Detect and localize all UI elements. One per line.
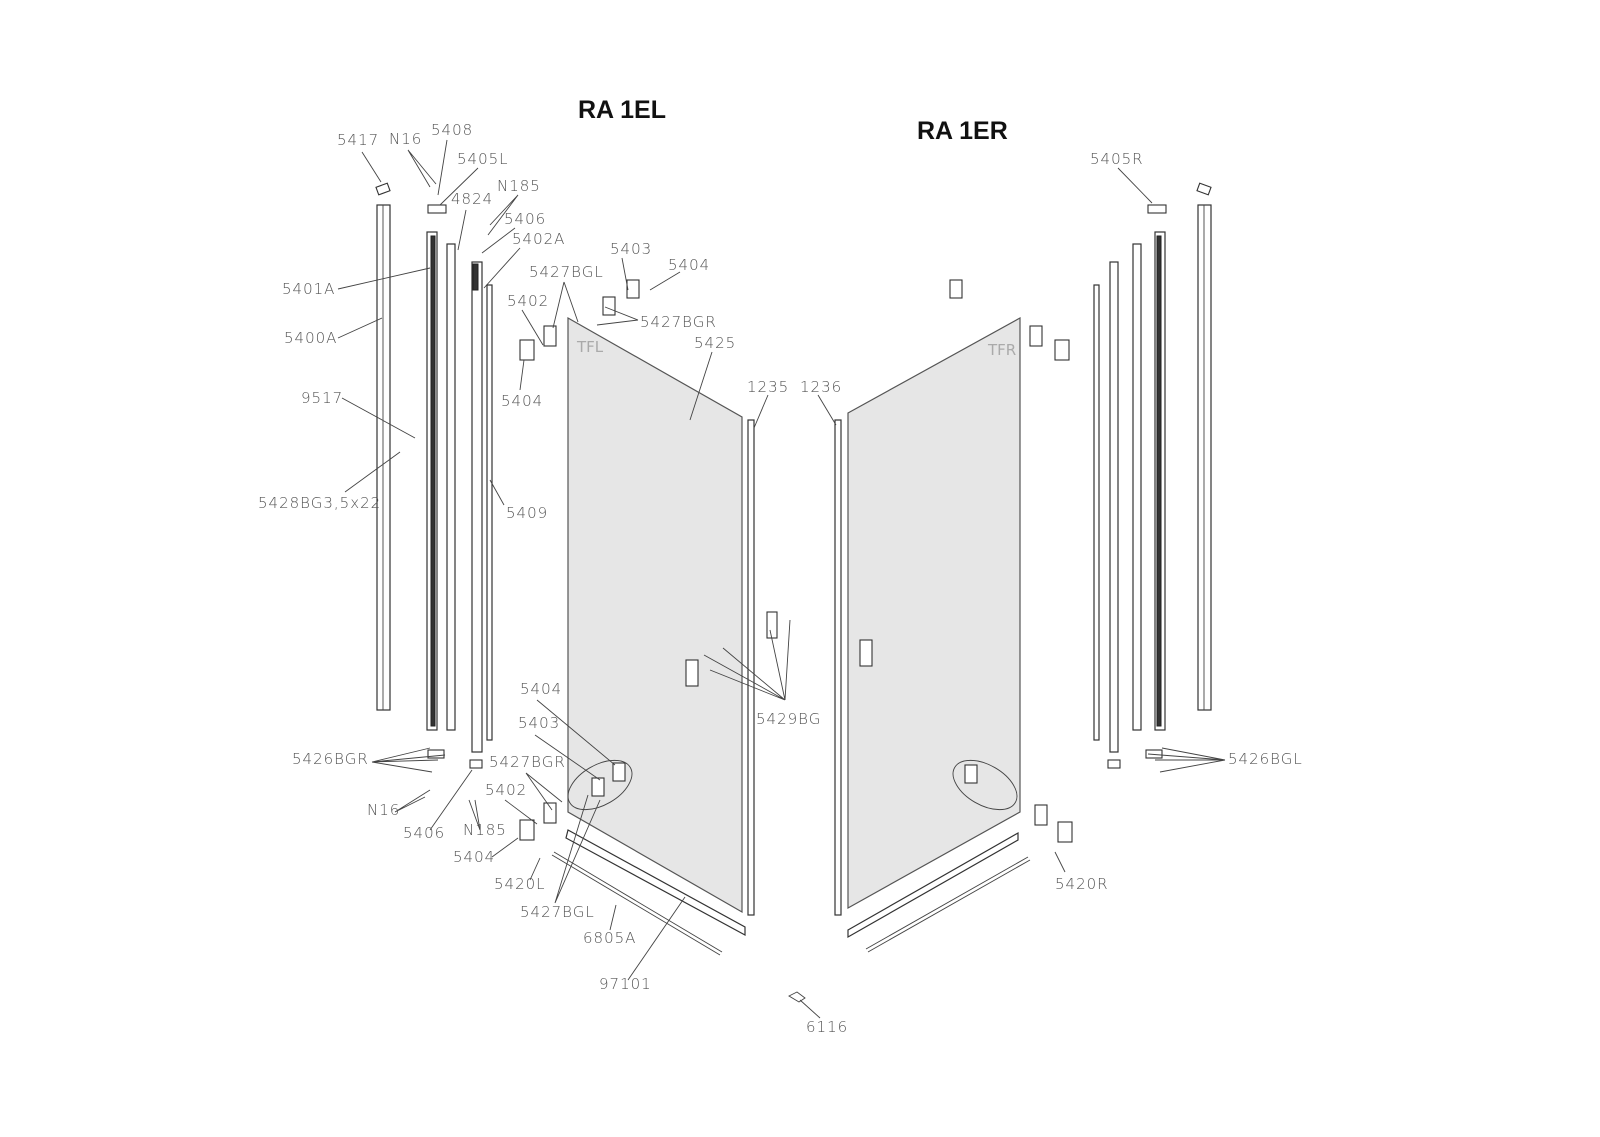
label-5406-top: 5406 xyxy=(504,210,546,228)
label-5405r: 5405R xyxy=(1090,150,1144,168)
label-5429bg: 5429BG xyxy=(756,710,821,728)
label-6805a: 6805A xyxy=(583,929,636,947)
glass-panel-left xyxy=(567,316,743,914)
label-5409: 5409 xyxy=(506,504,548,522)
label-5403-bottom: 5403 xyxy=(518,714,560,732)
label-5426bgr: 5426BGR xyxy=(292,750,369,768)
label-5404-bottom-left: 5404 xyxy=(453,848,495,866)
label-1236: 1236 xyxy=(800,378,842,396)
label-5400a: 5400A xyxy=(284,329,337,347)
title-ra-1el: RA 1EL xyxy=(578,96,666,124)
label-n185-top: N185 xyxy=(497,177,541,195)
label-5401a: 5401A xyxy=(282,280,335,298)
label-5404-bottom-right: 5404 xyxy=(520,680,562,698)
glass-panel-right xyxy=(847,316,1021,910)
label-5405l: 5405L xyxy=(457,150,509,168)
label-5427bgl-top: 5427BGL xyxy=(529,263,604,281)
label-5427bgr-bottom: 5427BGR xyxy=(489,753,566,771)
label-5404-top-left: 5404 xyxy=(501,392,543,410)
label-5420l: 5420L xyxy=(494,875,546,893)
label-6116: 6116 xyxy=(806,1018,848,1036)
label-5426bgl: 5426BGL xyxy=(1228,750,1303,768)
label-5420r: 5420R xyxy=(1055,875,1109,893)
label-5406-bottom: 5406 xyxy=(403,824,445,842)
label-5404-top-right: 5404 xyxy=(668,256,710,274)
label-5427bgr-top: 5427BGR xyxy=(640,313,717,331)
leader-lines xyxy=(337,139,1226,1019)
bottom-rails xyxy=(551,829,1031,956)
label-4824: 4824 xyxy=(451,190,493,208)
glass-tag-left: TFL xyxy=(576,338,604,356)
label-97101: 97101 xyxy=(599,975,652,993)
title-ra-1er: RA 1ER xyxy=(917,117,1008,145)
label-n16-top: N16 xyxy=(389,130,422,148)
label-5417: 5417 xyxy=(337,131,379,149)
right-profiles xyxy=(834,204,1212,916)
label-n16-bottom: N16 xyxy=(367,801,400,819)
label-5428bg: 5428BG3,5x22 xyxy=(258,494,381,512)
label-5402a: 5402A xyxy=(512,230,565,248)
label-5408: 5408 xyxy=(431,121,473,139)
part-labels: 5417 N16 5408 5405L N185 4824 5406 5402A… xyxy=(258,121,1303,1036)
label-5402-bottom: 5402 xyxy=(485,781,527,799)
label-5402-top: 5402 xyxy=(507,292,549,310)
label-1235: 1235 xyxy=(747,378,789,396)
glass-tag-right: TFR xyxy=(987,341,1016,359)
label-5403-top: 5403 xyxy=(610,240,652,258)
label-n185-bottom: N185 xyxy=(463,821,507,839)
hardware-parts xyxy=(375,182,1212,1003)
left-profiles xyxy=(376,204,755,916)
label-5425: 5425 xyxy=(694,334,736,352)
label-9517: 9517 xyxy=(301,389,343,407)
label-5427bgl-bottom: 5427BGL xyxy=(520,903,595,921)
